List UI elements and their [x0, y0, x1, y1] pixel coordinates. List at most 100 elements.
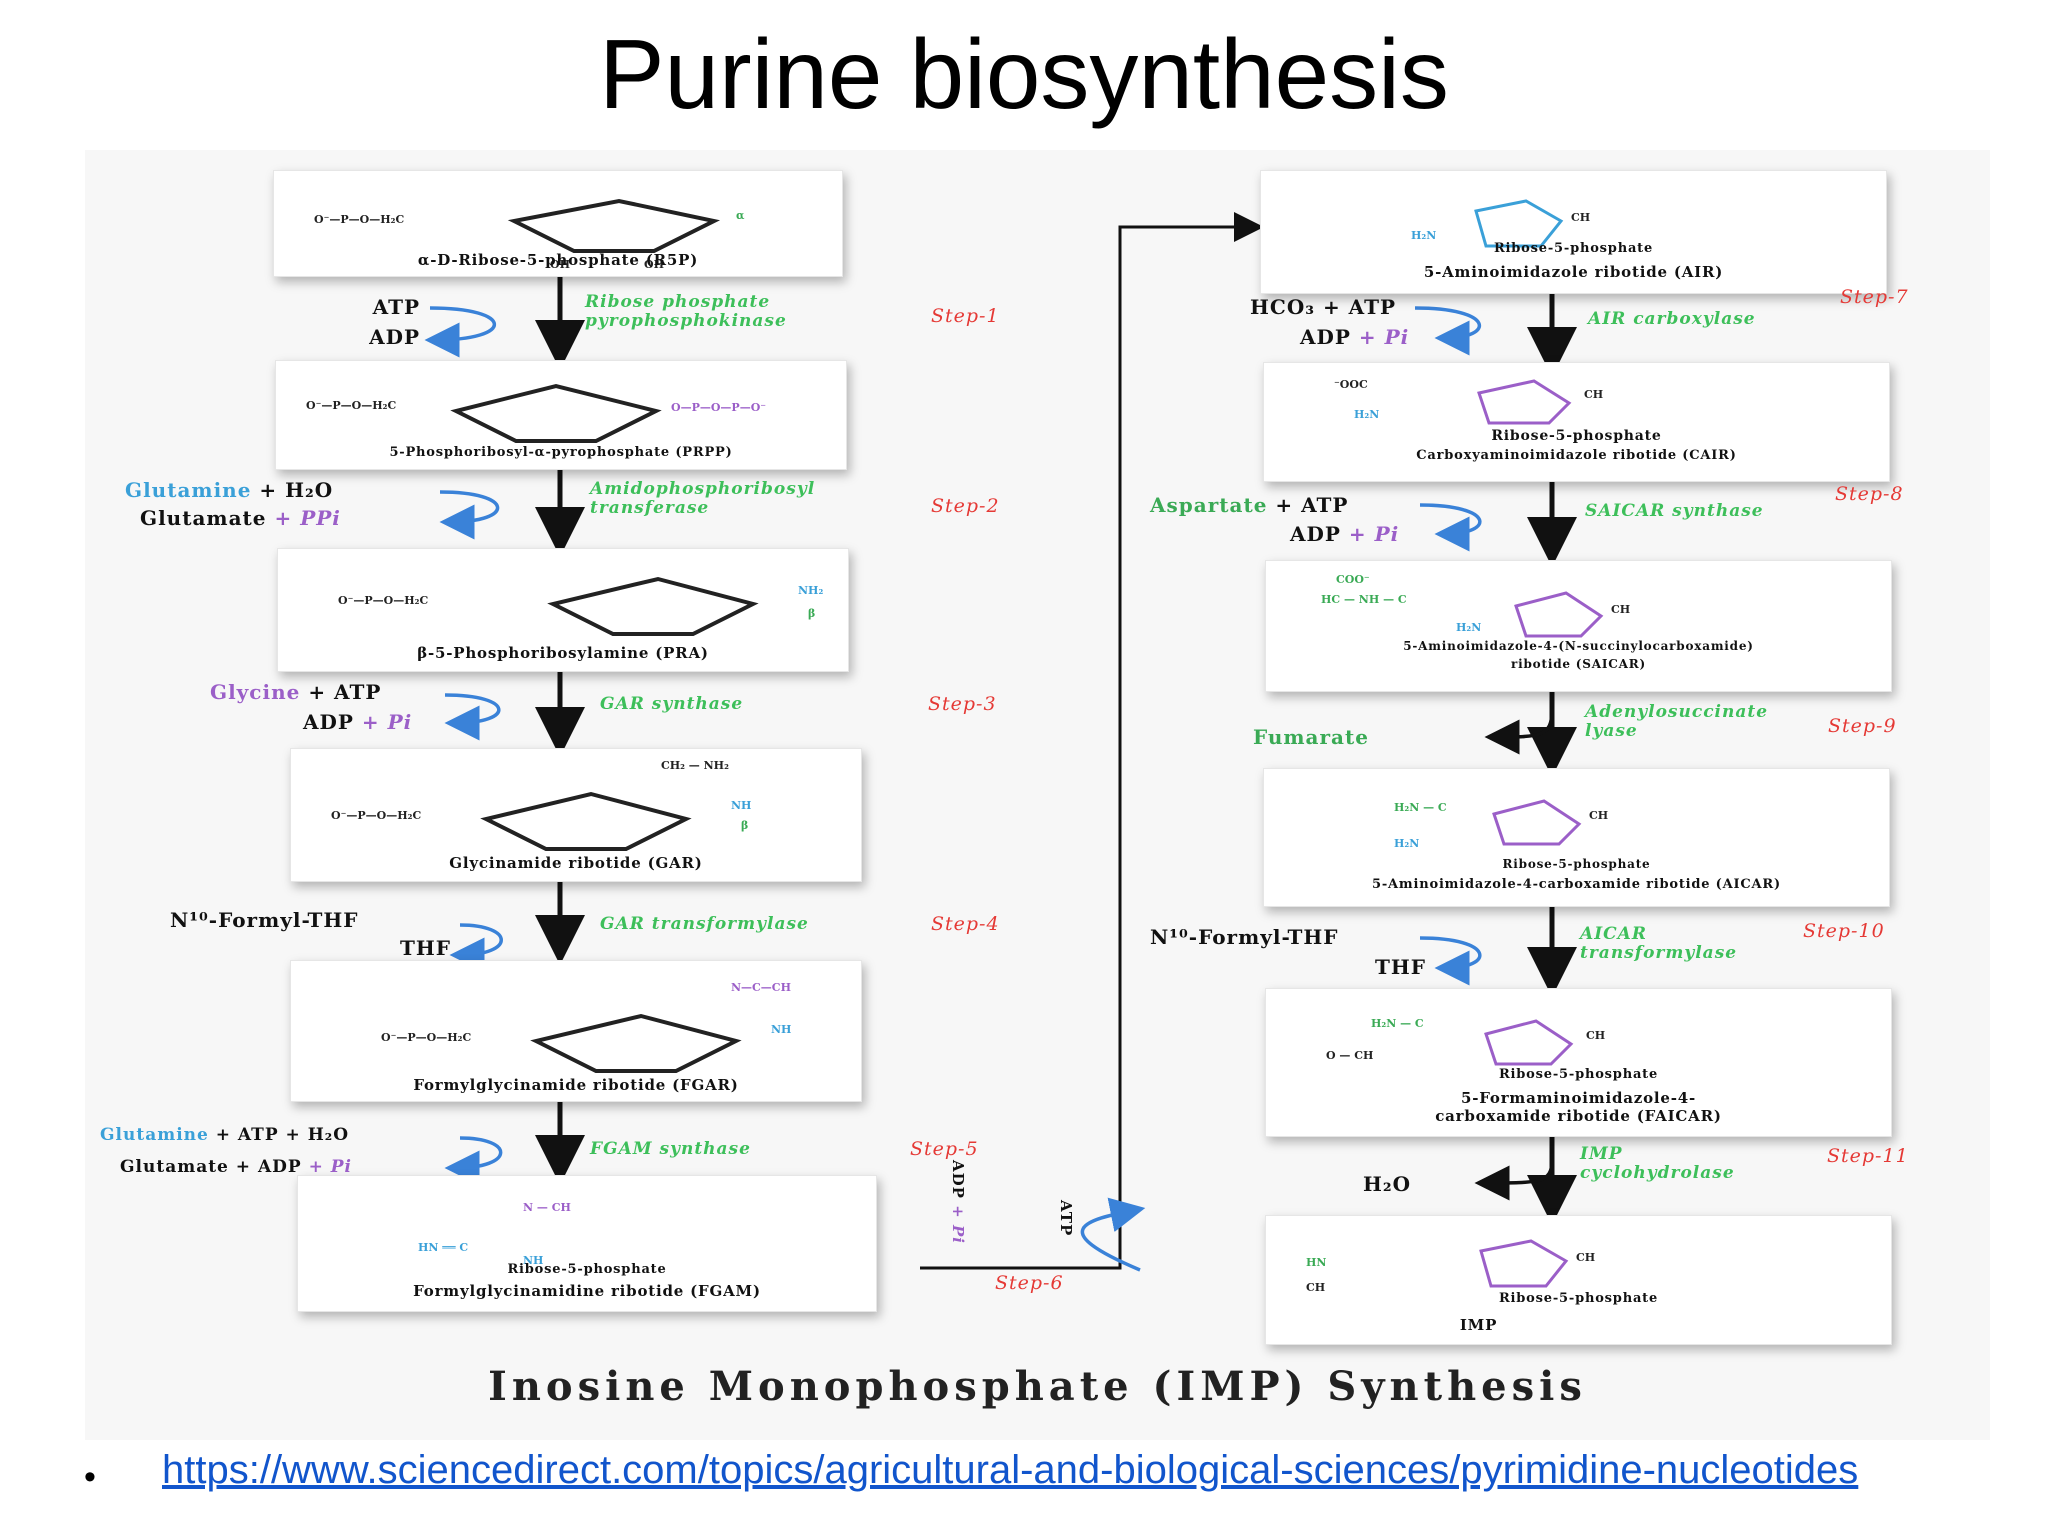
adp-label: ADP	[1290, 522, 1341, 546]
r5p-oh: OH	[550, 258, 570, 271]
pi-label: + Pi	[1358, 325, 1410, 349]
compound-label: 5-Aminoimidazole-4-carboxamide ribotide …	[1372, 877, 1781, 892]
enzyme-line: Ribose phosphate	[585, 292, 771, 312]
step-11-enzyme: IMP cyclohydrolase	[1580, 1145, 1735, 1183]
pi-label: + Pi	[1348, 522, 1400, 546]
step-8-label: Step-8	[1835, 483, 1904, 505]
fgar-phosphate: O⁻—P—O—H₂C	[381, 1031, 471, 1044]
step-5-label: Step-5	[910, 1138, 979, 1160]
compound-substituent: Ribose-5-phosphate	[507, 1262, 667, 1277]
step-2-input: Glutamine + H₂O	[125, 478, 333, 502]
compound-label: Glycinamide ribotide (GAR)	[449, 854, 703, 872]
gar-beta: β	[741, 819, 748, 832]
step-8-enzyme: SAICAR synthase	[1585, 501, 1764, 521]
compound-prpp: O⁻—P—O—H₂C O—P—O—P—O⁻ 5-Phosphoribosyl-α…	[275, 360, 847, 470]
step-3-output: ADP + Pi	[303, 710, 412, 734]
gar-glycyl: CH₂ — NH₂	[661, 759, 729, 772]
enzyme-line: AICAR	[1580, 924, 1647, 944]
saicar-coo: COO⁻	[1336, 573, 1370, 586]
compound-gar: O⁻—P—O—H₂C CH₂ — NH₂ NH β Glycinamide ri…	[290, 748, 862, 882]
pathway-arrows	[424, 212, 1577, 1272]
adp-label: ADP	[1300, 325, 1351, 349]
step-7-input: HCO₃ + ATP	[1250, 295, 1397, 319]
compound-substituent: Ribose-5-phosphate	[1491, 428, 1662, 444]
step-1-label: Step-1	[931, 305, 1000, 327]
step-9-label: Step-9	[1828, 715, 1897, 737]
step-11-label: Step-11	[1827, 1145, 1909, 1167]
compound-label: ribotide (SAICAR)	[1511, 657, 1646, 671]
step-5-enzyme: FGAM synthase	[590, 1139, 751, 1159]
compound-fgar: O⁻—P—O—H₂C N—C—CH NH Formylglycinamide r…	[290, 960, 862, 1102]
step-11-output: H₂O	[1363, 1172, 1412, 1196]
pra-beta: β	[808, 607, 815, 620]
ppi-label: + PPi	[274, 506, 341, 530]
step-3-enzyme: GAR synthase	[600, 694, 744, 714]
reactant-text: + ATP	[308, 680, 382, 704]
compound-label: Carboxyaminoimidazole ribotide (CAIR)	[1416, 448, 1737, 463]
air-ch: CH	[1571, 211, 1590, 224]
step-9-enzyme: Adenylosuccinate lyase	[1585, 703, 1768, 741]
air-h2n: H₂N	[1411, 229, 1436, 242]
compound-r5p: O⁻—P—O—H₂C OH OH α α-D-Ribose-5-phosphat…	[273, 170, 843, 277]
pi-label: + Pi	[949, 1205, 967, 1244]
reactant-text: + ATP + H₂O	[215, 1125, 350, 1145]
pra-phosphate: O⁻—P—O—H₂C	[338, 594, 428, 607]
cair-h2n: H₂N	[1354, 408, 1379, 421]
compound-substituent: Ribose-5-phosphate	[1498, 1067, 1659, 1082]
step-10-enzyme: AICAR transformylase	[1580, 925, 1737, 963]
branch-arrows	[1474, 709, 1554, 1201]
compound-label: β-5-Phosphoribosylamine (PRA)	[417, 644, 709, 662]
step-6-connector	[920, 212, 1264, 1270]
compound-label: α-D-Ribose-5-phosphate (R5P)	[417, 251, 699, 269]
reference-bullet: •	[84, 1458, 96, 1496]
compound-pra: O⁻—P—O—H₂C NH₂ β β-5-Phosphoribosylamine…	[277, 548, 849, 672]
compound-label: carboxamide ribotide (FAICAR)	[1435, 1107, 1722, 1125]
step-10-output: THF	[1375, 955, 1426, 979]
aicar-ch: CH	[1589, 809, 1608, 822]
step-4-enzyme: GAR transformylase	[600, 914, 809, 934]
compound-saicar: COO⁻ HC — NH — C H₂N CH 5-Aminoimidazole…	[1265, 560, 1892, 692]
step-8-input: Aspartate + ATP	[1150, 493, 1348, 517]
compound-label: Formylglycinamide ribotide (FGAR)	[413, 1076, 739, 1094]
step-4-label: Step-4	[931, 913, 1000, 935]
compound-faicar: H₂N — C O — CH CH Ribose-5-phosphate 5-F…	[1265, 988, 1892, 1137]
step-8-output: ADP + Pi	[1290, 522, 1399, 546]
step-9-output: Fumarate	[1253, 725, 1369, 749]
step-10-label: Step-10	[1803, 920, 1885, 942]
gar-nh: NH	[731, 799, 751, 812]
compound-substituent: Ribose-5-phosphate	[1502, 857, 1651, 871]
faicar-amide: H₂N — C	[1371, 1017, 1424, 1030]
figure-title: Inosine Monophosphate (IMP) Synthesis	[488, 1363, 1587, 1410]
saicar-h2n: H₂N	[1456, 621, 1481, 634]
step-10-input: N¹⁰-Formyl-THF	[1150, 925, 1339, 949]
step-6-label: Step-6	[995, 1272, 1064, 1294]
glutamine-label: Glutamine	[100, 1125, 209, 1145]
compound-label: Formylglycinamidine ribotide (FGAM)	[413, 1282, 761, 1300]
saicar-ch: CH	[1611, 603, 1630, 616]
fgam-imine: HN ══ C	[418, 1241, 468, 1254]
adp-label: ADP	[949, 1160, 967, 1199]
enzyme-line: transferase	[590, 498, 710, 518]
compound-cair: ⁻OOC H₂N CH Ribose-5-phosphate Carboxyam…	[1263, 362, 1890, 482]
compound-label: 5-Aminoimidazole-4-(N-succinylocarboxami…	[1403, 639, 1754, 653]
step-1-output: ADP	[369, 325, 420, 349]
compound-imp: HN CH CH Ribose-5-phosphate IMP	[1265, 1215, 1892, 1345]
glycine-label: Glycine	[210, 680, 301, 704]
enzyme-line: Adenylosuccinate	[1585, 702, 1769, 722]
step-4-output: THF	[400, 936, 451, 960]
pathway-figure: O⁻—P—O—H₂C OH OH α α-D-Ribose-5-phosphat…	[85, 150, 1990, 1440]
step-5-output: Glutamate + ADP + Pi	[120, 1157, 352, 1177]
aicar-h2n: H₂N	[1394, 837, 1419, 850]
pi-label: + Pi	[361, 710, 413, 734]
faicar-formyl: O — CH	[1326, 1049, 1373, 1062]
reactant-text: + ATP	[1275, 493, 1349, 517]
faicar-ch: CH	[1586, 1029, 1605, 1042]
glutamate-label: Glutamate	[140, 506, 267, 530]
step-6-input: ATP	[1057, 1200, 1075, 1237]
prpp-pyrophosphate: O—P—O—P—O⁻	[671, 401, 766, 414]
reference-link[interactable]: https://www.sciencedirect.com/topics/agr…	[162, 1448, 1859, 1492]
reactant-text: + H₂O	[259, 478, 334, 502]
compound-label: IMP	[1459, 1316, 1498, 1334]
step-3-label: Step-3	[928, 693, 997, 715]
enzyme-line: IMP	[1580, 1144, 1623, 1164]
